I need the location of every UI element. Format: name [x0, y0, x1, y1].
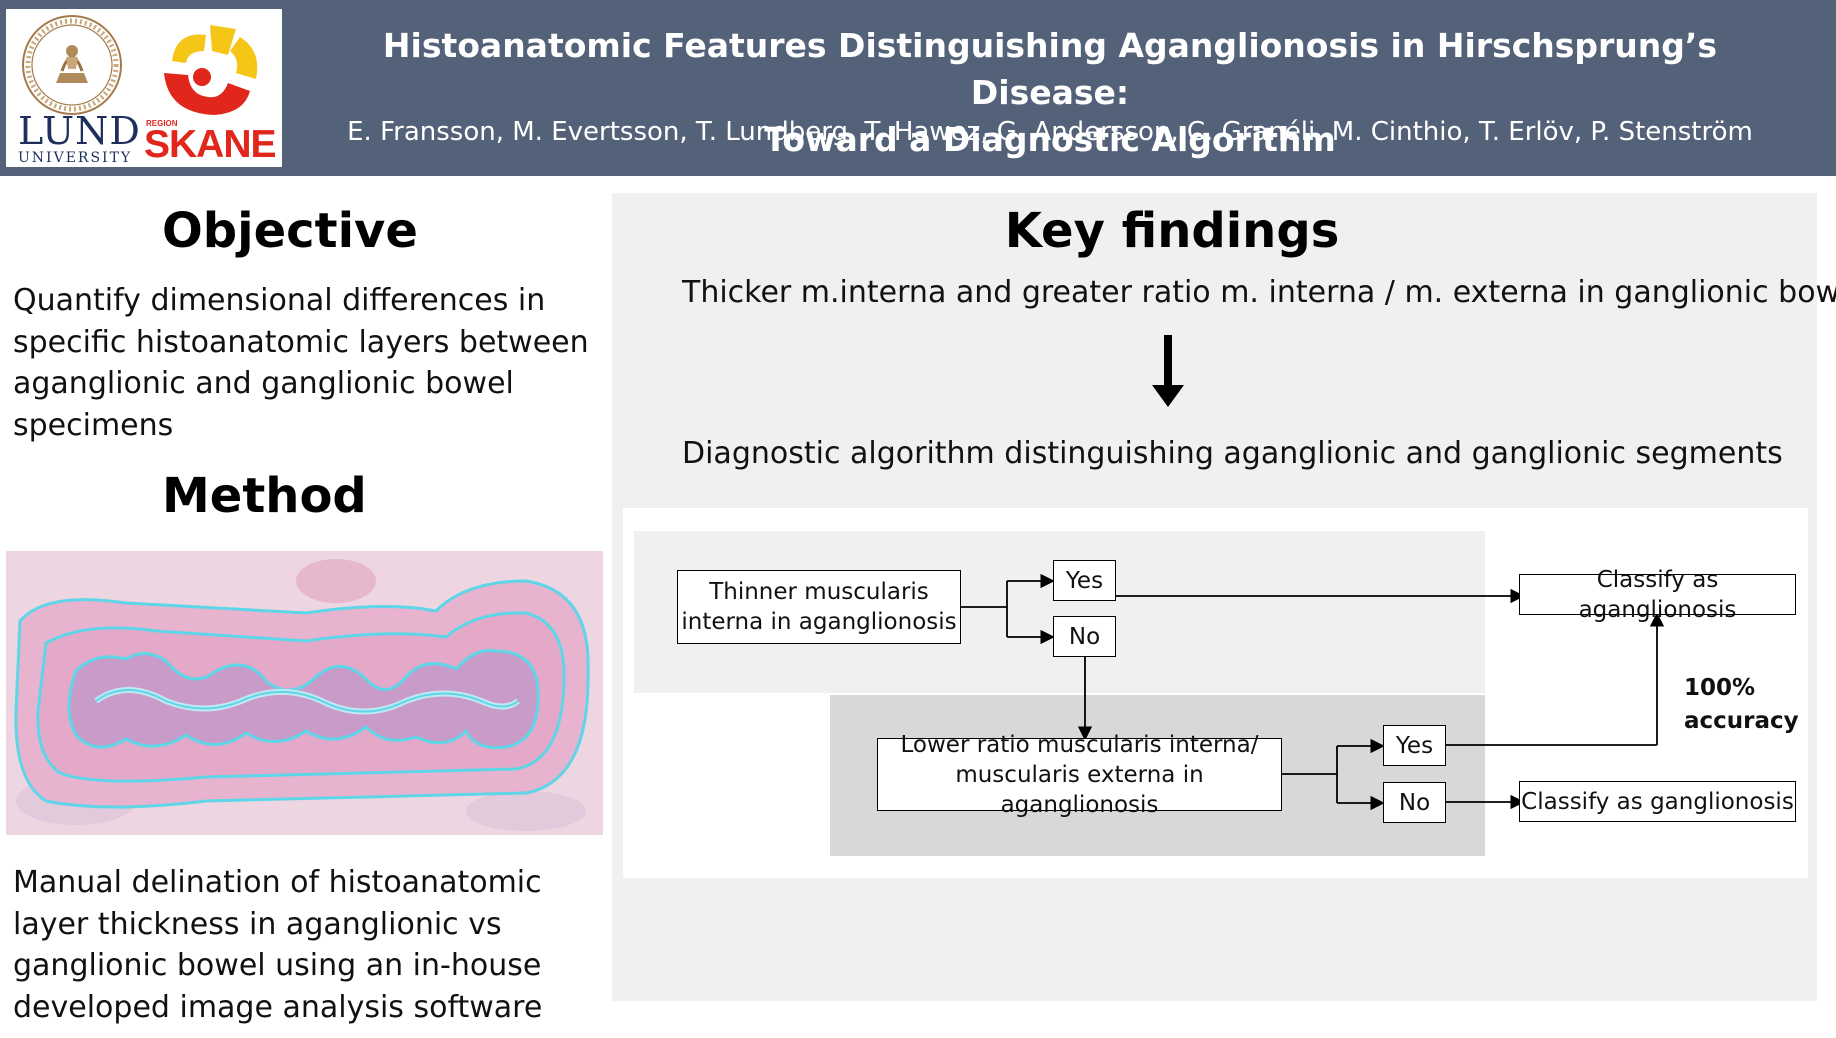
- flow-yes-1: Yes: [1053, 560, 1116, 601]
- flow-box-line: interna in aganglionosis: [681, 609, 957, 635]
- poster-title: Histoanatomic Features Distinguishing Ag…: [330, 22, 1770, 163]
- header-banner: LUND UNIVERSITY REGION SKANE Histoanatom…: [0, 0, 1836, 176]
- region-label: REGION: [146, 119, 178, 128]
- finding-2: Diagnostic algorithm distinguishing agan…: [682, 436, 1783, 471]
- objective-heading: Objective: [162, 203, 418, 259]
- flowchart-connectors: [959, 573, 1665, 811]
- key-findings-panel: Key findings Thicker m.interna and great…: [612, 193, 1836, 1001]
- objective-line: specific histoanatomic layers between: [13, 324, 589, 360]
- title-line-2: Toward a Diagnostic Algorithm: [764, 120, 1336, 159]
- flow-box-line: muscularis externa in aganglionosis: [955, 761, 1204, 818]
- method-line: ganglionic bowel using an in-house: [13, 948, 542, 983]
- flow-box-lower-ratio: Lower ratio muscularis interna/ muscular…: [877, 732, 1282, 818]
- title-line-1: Histoanatomic Features Distinguishing Ag…: [382, 26, 1718, 112]
- flow-no-1: No: [1053, 616, 1116, 657]
- accuracy-label: 100% accuracy: [1684, 672, 1799, 738]
- flow-box-thinner-interna: Thinner muscularis interna in agangliono…: [677, 570, 961, 644]
- lund-university-seal-icon: [22, 15, 122, 115]
- flow-box-line: Thinner muscularis: [709, 579, 929, 605]
- method-text: Manual delination of histoanatomic layer…: [13, 862, 542, 1028]
- flow-box-line: Lower ratio muscularis interna/: [900, 731, 1259, 758]
- lund-logo-name: LUND: [18, 109, 141, 153]
- flow-no-2: No: [1383, 782, 1446, 823]
- accuracy-value: 100%: [1684, 675, 1756, 701]
- logo-box: LUND UNIVERSITY REGION SKANE: [6, 9, 282, 167]
- objective-text: Quantify dimensional differences in spec…: [13, 280, 589, 446]
- region-skane-logo-icon: [164, 25, 258, 115]
- finding-1: Thicker m.interna and greater ratio m. i…: [682, 275, 1836, 310]
- flow-yes-2: Yes: [1383, 725, 1446, 766]
- accuracy-word: accuracy: [1684, 708, 1799, 734]
- method-line: Manual delination of histoanatomic: [13, 865, 542, 900]
- skane-logo-name: SKANE: [144, 123, 277, 166]
- classify-ganglionosis-box: Classify as ganglionosis: [1519, 781, 1796, 822]
- key-findings-heading: Key findings: [1004, 203, 1340, 259]
- down-arrow-icon: [1152, 335, 1184, 407]
- objective-line: aganglionic and ganglionic bowel: [13, 366, 514, 401]
- lund-logo-sub: UNIVERSITY: [18, 150, 133, 166]
- method-line: developed image analysis software: [13, 989, 543, 1025]
- objective-line: Quantify dimensional differences in: [13, 283, 546, 318]
- method-heading: Method: [162, 468, 367, 524]
- objective-line: specimens: [13, 407, 174, 443]
- method-line: layer thickness in aganglionic vs: [13, 906, 502, 942]
- flowchart-panel: Thinner muscularis interna in agangliono…: [623, 508, 1808, 878]
- authors: E. Fransson, M. Evertsson, T. Lundberg, …: [347, 117, 1753, 147]
- classify-aganglionosis-box: Classify as aganglionosis: [1519, 567, 1796, 623]
- histology-section-image: [6, 551, 603, 835]
